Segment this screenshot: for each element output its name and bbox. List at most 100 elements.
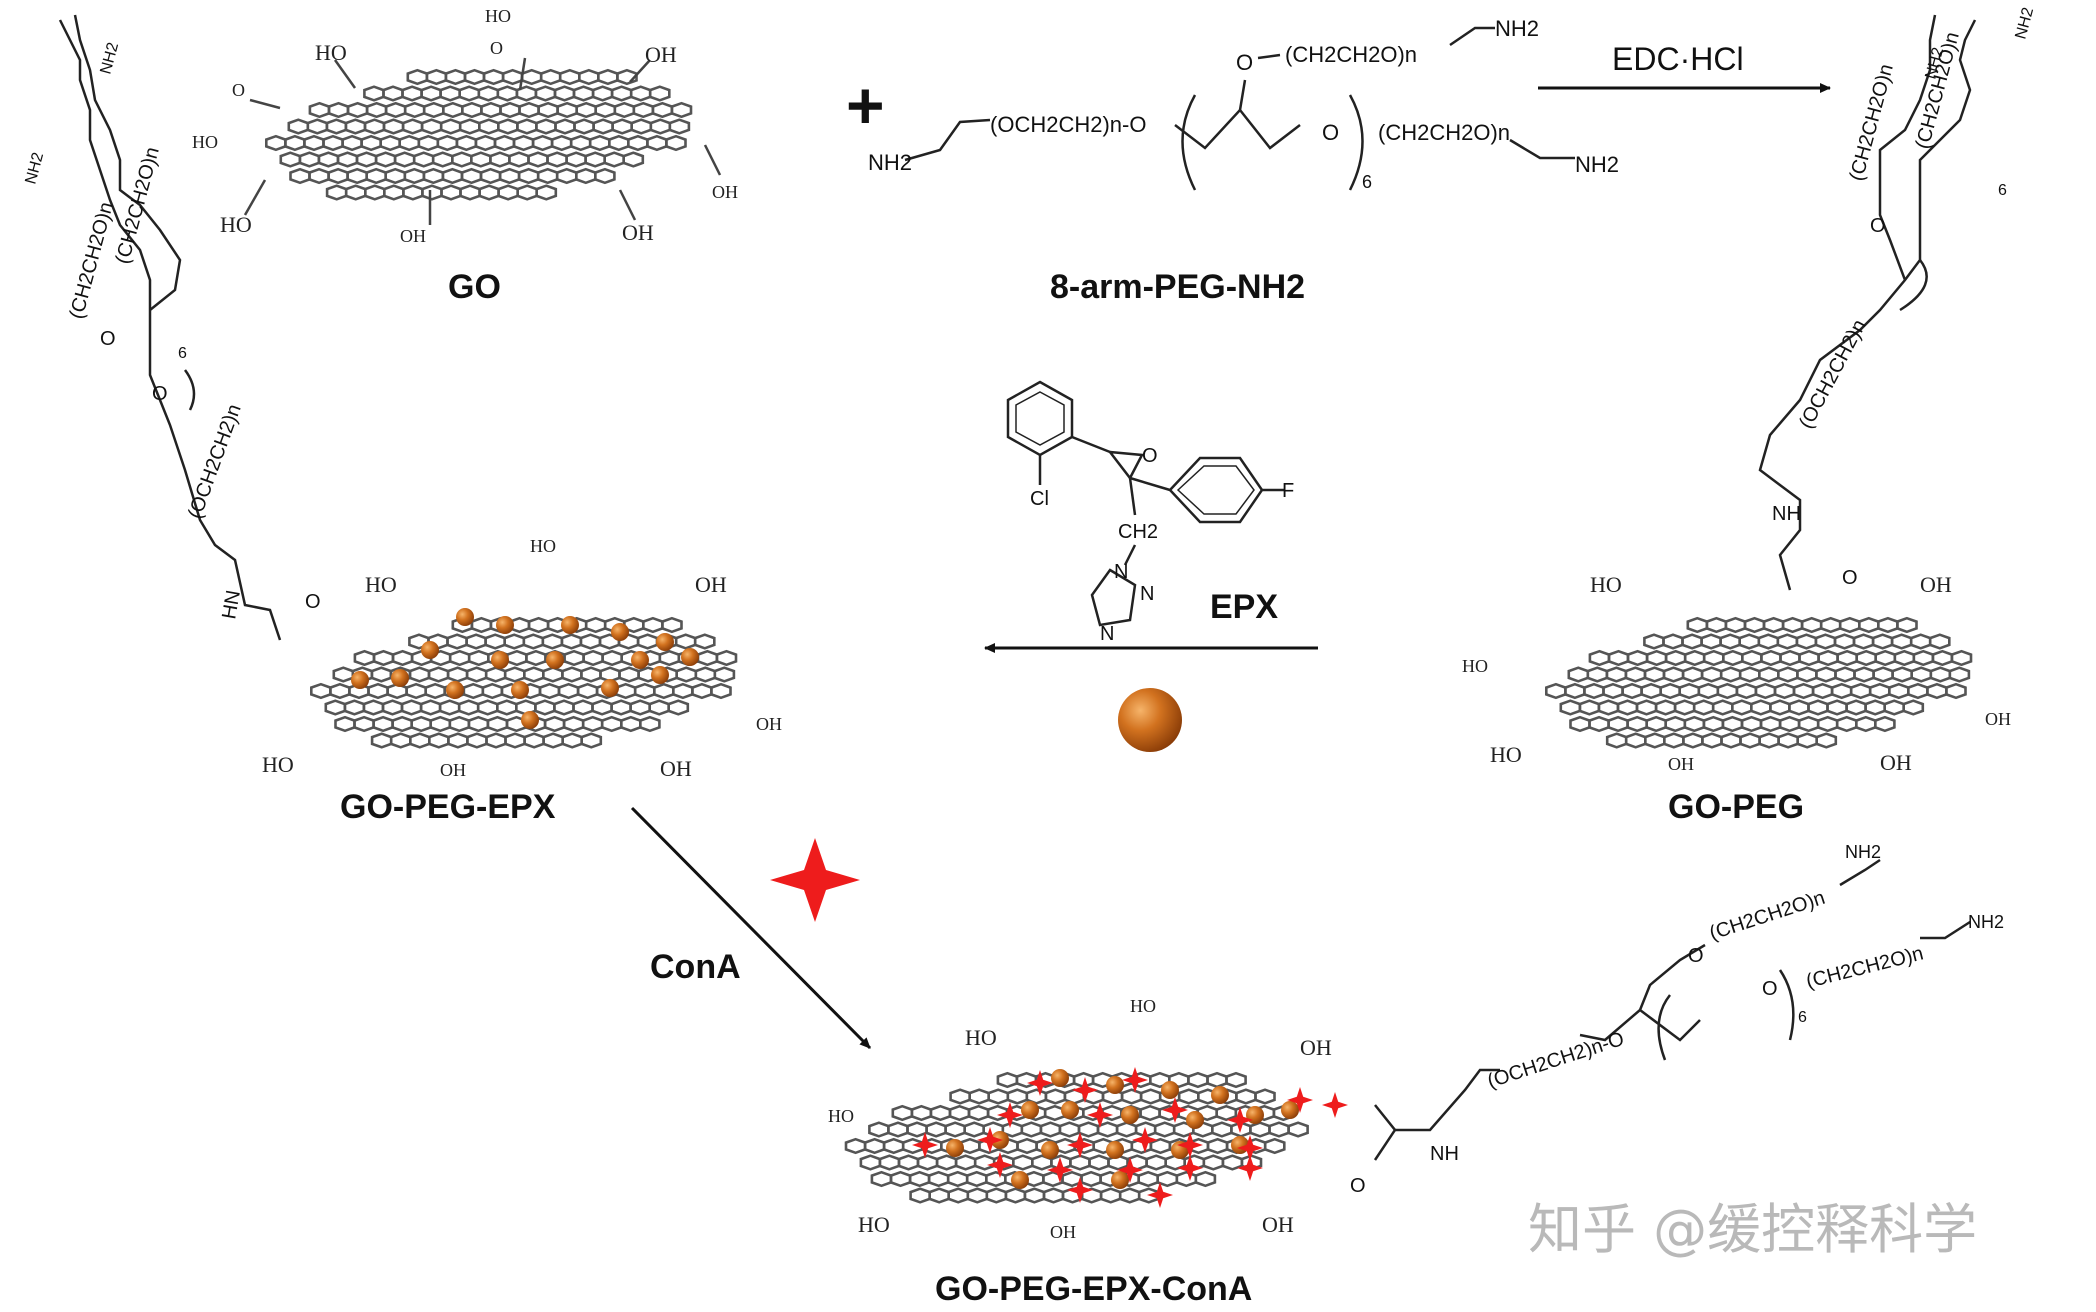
graphene-hexagon: [447, 732, 469, 749]
graphene-hexagon: [441, 101, 464, 119]
graphene-hexagon: [1175, 1170, 1198, 1188]
graphene-hexagon: [303, 134, 325, 152]
graphene-hexagon: [965, 1170, 988, 1188]
graphene-hexagon: [1835, 715, 1858, 733]
graphene-hexagon: [929, 1104, 952, 1122]
graphene-hexagon: [882, 1137, 905, 1155]
graphene-hexagon: [498, 167, 521, 185]
peg-nh2-label: 8-arm-PEG-NH2: [1050, 268, 1305, 306]
graphene-hexagon: [715, 649, 738, 667]
graphene-hexagon: [1872, 666, 1894, 683]
particle-icon: [631, 651, 649, 669]
graphene-hexagon: [322, 134, 344, 152]
graphene-hexagon: [1833, 633, 1856, 650]
graphene-hexagon: [536, 167, 559, 185]
graphene-hexagon: [1683, 649, 1706, 667]
graphene-hexagon: [474, 134, 497, 152]
graphene-hexagon: [968, 1088, 991, 1105]
particle-icon: [561, 616, 579, 634]
graphene-hexagon: [667, 699, 690, 716]
graphene-hexagon: [467, 649, 490, 667]
cona-star-icon: [770, 838, 860, 922]
graphene-hexagon: [1206, 1137, 1229, 1155]
graphene-hexagon: [1664, 715, 1687, 733]
graphene-hexagon: [505, 649, 528, 667]
graphene-hexagon: [565, 151, 587, 168]
graphene-hexagon: [1023, 1187, 1046, 1204]
go-peg-assembly: NH O (OCH2CH2)n O (CH2CH2O)n (CH2CH2O)n …: [1462, 6, 2037, 826]
graphene-hexagon: [306, 118, 329, 135]
graphene-hexagon: [1564, 682, 1586, 700]
graphene-hexagon: [1678, 682, 1701, 700]
graphene-hexagon: [580, 732, 603, 749]
graphene-hexagon: [1739, 732, 1761, 749]
graphene-hexagon: [1662, 633, 1684, 650]
graphene-hexagon: [693, 633, 716, 650]
graphene-hexagon: [405, 682, 428, 700]
graphene-hexagon: [382, 85, 404, 102]
graphene-hexagon: [1569, 715, 1591, 733]
graphene-hexagon: [455, 134, 478, 152]
graphene-hexagon: [1006, 1088, 1029, 1105]
graphene-hexagon: [1099, 1187, 1122, 1204]
graphene-hexagon: [1644, 732, 1666, 749]
graphene-hexagon: [1945, 682, 1967, 700]
graphene-hexagon: [1760, 649, 1782, 667]
graphene-hexagon: [400, 699, 423, 716]
graphene-hexagon: [696, 649, 719, 667]
graphene-hexagon: [946, 1170, 969, 1188]
graphene-hexagon: [1817, 649, 1839, 667]
graphene-hexagon: [1759, 715, 1782, 733]
graphene-hexagon: [325, 118, 348, 135]
graphene-hexagon: [481, 682, 504, 700]
graphene-hexagon: [1673, 699, 1696, 716]
star-icon: [1177, 1155, 1203, 1181]
star-icon: [912, 1132, 938, 1158]
go-oh-bottom: OH: [400, 226, 426, 246]
graphene-hexagon: [593, 167, 616, 185]
graphene-hexagon: [619, 715, 642, 733]
graphene-lattice: [264, 68, 693, 201]
graphene-hexagon: [1888, 682, 1910, 700]
graphene-hexagon: [987, 1088, 1010, 1105]
graphene-hexagon: [1597, 699, 1620, 716]
cona-ho-bottomleft: HO: [858, 1212, 890, 1237]
graphene-hexagon: [317, 151, 340, 168]
gopegepx-particles: [351, 608, 699, 729]
gopeg-hn: NH: [1772, 503, 1801, 525]
graphene-hexagon: [561, 666, 583, 683]
graphene-hexagon: [897, 1154, 920, 1171]
graphene-hexagon: [648, 85, 671, 102]
graphene-hexagon: [446, 666, 469, 683]
graphene-hexagon: [458, 118, 481, 135]
graphene-hexagon: [1816, 715, 1839, 733]
graphene-hexagon: [588, 134, 611, 152]
graphene-hexagon: [1738, 633, 1761, 650]
graphene-hexagon: [967, 1104, 990, 1122]
graphene-hexagon: [403, 167, 426, 185]
graphene-hexagon: [486, 715, 509, 733]
graphene-hexagon: [410, 715, 433, 733]
graphene-hexagon: [1750, 699, 1772, 716]
go-peg-epx-cona-label: GO-PEG-EPX-ConA: [935, 1270, 1252, 1308]
particle-icon: [601, 679, 619, 697]
graphene-hexagon: [863, 1137, 886, 1155]
graphene-hexagon: [476, 699, 499, 716]
graphene-hexagon: [1891, 666, 1913, 683]
graphene-hexagon: [1711, 699, 1734, 716]
gopegepx-cooh-top: HO: [530, 536, 556, 556]
graphene-hexagon: [1681, 666, 1704, 683]
graphene-hexagon: [484, 633, 507, 650]
graphene-hexagon: [504, 732, 526, 749]
graphene-hexagon: [935, 1154, 958, 1171]
peg-nh2-left: NH2: [868, 150, 912, 175]
graphene-hexagon: [1559, 699, 1582, 716]
graphene-hexagon: [512, 134, 535, 152]
graphene-hexagon: [1777, 666, 1799, 683]
graphene-hexagon: [1254, 1088, 1276, 1105]
cona-o-top: O: [1688, 945, 1704, 967]
graphene-hexagon: [1741, 649, 1763, 667]
graphene-hexagon: [1815, 666, 1837, 683]
graphene-hexagon: [360, 134, 383, 152]
graphene-hexagon: [478, 184, 500, 201]
